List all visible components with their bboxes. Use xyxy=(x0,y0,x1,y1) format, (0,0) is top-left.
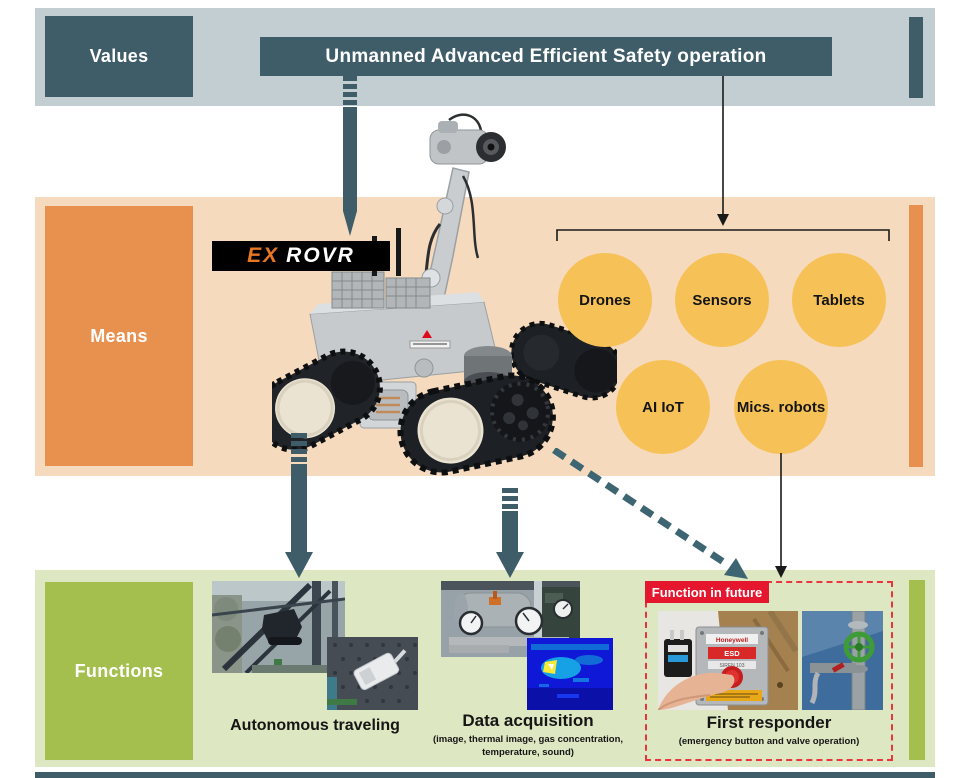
circle-ai-iot: AI IoT xyxy=(616,360,710,454)
means-label: Means xyxy=(45,206,193,466)
svg-text:ESD: ESD xyxy=(724,649,740,658)
photo-thermal-image xyxy=(527,638,613,710)
means-accent-bar xyxy=(909,205,923,467)
arrow-mics-to-first-responder-icon xyxy=(775,453,787,578)
values-label: Values xyxy=(45,16,193,97)
caption-autonomous-traveling-text: Autonomous traveling xyxy=(230,717,400,734)
arrow-title-to-tools-icon xyxy=(717,76,729,226)
caption-autonomous-traveling: Autonomous traveling xyxy=(205,717,425,735)
circle-drones: Drones xyxy=(558,253,652,347)
svg-text:Honeywell: Honeywell xyxy=(716,637,748,644)
ex-rovr-logo-rovr: ROVR xyxy=(286,244,355,267)
main-title: Unmanned Advanced Efficient Safety opera… xyxy=(260,37,832,76)
photo-valve-operation xyxy=(802,611,883,710)
functions-accent-bar xyxy=(909,580,925,760)
arrow-robot-to-data-icon xyxy=(496,488,524,578)
svg-text:SIREN 103: SIREN 103 xyxy=(719,663,744,669)
arrow-title-to-robot-icon xyxy=(343,76,357,236)
caption-data-acquisition-text: Data acquisition xyxy=(462,711,594,730)
circle-sensors: Sensors xyxy=(675,253,769,347)
values-accent-bar xyxy=(909,17,923,98)
photo-robot-top-view xyxy=(327,637,418,710)
ex-rovr-robot-image xyxy=(272,113,617,476)
photo-emergency-button: Honeywell ESD SIREN 103 xyxy=(658,611,798,710)
caption-first-responder: First responder (emergency button and va… xyxy=(647,713,891,748)
circle-mics-robots: Mics. robots xyxy=(734,360,828,454)
arrow-robot-to-first-responder-icon xyxy=(552,448,748,579)
function-in-future-badge: Function in future xyxy=(645,581,769,603)
functions-label: Functions xyxy=(45,582,193,760)
caption-data-acquisition-sub: (image, thermal image, gas concentration… xyxy=(432,734,624,759)
ex-rovr-logo: EX ROVR xyxy=(212,241,390,271)
tools-bracket xyxy=(556,229,890,241)
caption-data-acquisition: Data acquisition (image, thermal image, … xyxy=(422,711,634,760)
arrow-robot-to-autonomous-icon xyxy=(285,433,313,578)
caption-first-responder-sub: (emergency button and valve operation) xyxy=(678,736,860,747)
footer-accent-bar xyxy=(35,772,935,778)
caption-first-responder-text: First responder xyxy=(706,713,832,732)
first-responder-frame xyxy=(645,581,893,761)
ex-rovr-logo-ex: EX xyxy=(247,244,280,267)
photo-autonomous-traveling-stairs xyxy=(212,581,345,673)
mitsubishi-logo-icon xyxy=(422,330,432,338)
circle-tablets: Tablets xyxy=(792,253,886,347)
